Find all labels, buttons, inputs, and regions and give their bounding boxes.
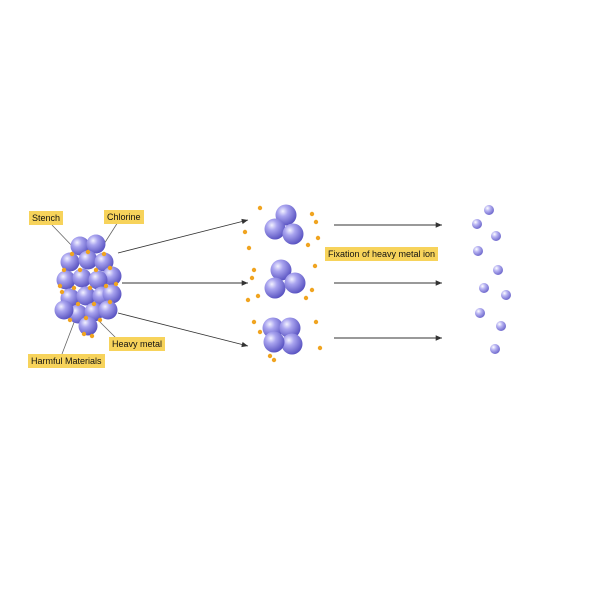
chlorine-pointer <box>103 221 119 245</box>
heavy-metal-ion <box>271 357 277 363</box>
fixation-sphere <box>264 277 286 299</box>
stench-particle <box>57 283 63 289</box>
purified-particles <box>472 205 511 354</box>
heavy-metal-ion <box>305 242 311 248</box>
cluster-sphere <box>98 300 118 320</box>
heavy-metal-ion <box>317 345 323 351</box>
label-heavy-metal: Heavy metal <box>109 337 166 351</box>
fixation-sphere <box>263 331 285 353</box>
label-chlorine: Chlorine <box>104 210 144 224</box>
cluster-sphere <box>88 270 108 290</box>
heavy-metal-ion <box>303 295 309 301</box>
heavy-metal-ion <box>246 245 252 251</box>
fixation-sphere <box>270 259 292 281</box>
heavy-metal-ion <box>309 211 315 217</box>
stench-particle <box>91 301 97 307</box>
purified-sphere <box>484 205 494 215</box>
fixation-sphere <box>284 272 306 294</box>
label-harmful-materials: Harmful Materials <box>28 354 105 368</box>
stench-pointer <box>51 224 75 249</box>
stench-particle <box>103 283 109 289</box>
heavy-metal-ion <box>251 319 257 325</box>
heavy-metal-ion <box>313 319 319 325</box>
stench-particle <box>67 317 73 323</box>
stench-particle <box>89 333 95 339</box>
cluster-sphere <box>72 268 92 288</box>
heavy-metal-ion <box>242 229 248 235</box>
cluster-sphere <box>60 252 80 272</box>
purified-sphere <box>490 344 500 354</box>
stench-particle <box>71 285 77 291</box>
label-stench: Stench <box>29 211 64 225</box>
heavy-metal-ion <box>249 275 255 281</box>
stench-particle <box>59 289 65 295</box>
stench-particle <box>83 315 89 321</box>
cluster-sphere <box>70 236 90 256</box>
purified-sphere <box>473 246 483 256</box>
arrows <box>117 218 442 348</box>
cluster-sphere <box>86 234 106 254</box>
heavy-metal-ion <box>267 353 273 359</box>
purified-sphere <box>493 265 503 275</box>
fixation-sphere <box>282 223 304 245</box>
cluster-sphere <box>78 316 98 336</box>
stench-particle <box>69 251 75 257</box>
fixation-sphere <box>264 218 286 240</box>
purified-sphere <box>479 283 489 293</box>
stench-particle <box>107 299 113 305</box>
purified-sphere <box>472 219 482 229</box>
heavy-metal-ion <box>245 297 251 303</box>
stench-particle <box>97 317 103 323</box>
pollutant-cluster <box>54 234 122 339</box>
stench-particle <box>75 301 81 307</box>
stench-particle <box>77 267 83 273</box>
purified-sphere <box>491 231 501 241</box>
heavy-metal-ion <box>309 287 315 293</box>
purified-sphere <box>501 290 511 300</box>
purified-sphere <box>475 308 485 318</box>
fixation-sphere <box>281 333 303 355</box>
heavy-metal-ion <box>315 235 321 241</box>
heavy-metal-ion <box>257 329 263 335</box>
heavy-metal-ion <box>313 219 319 225</box>
stench-particle <box>113 281 119 287</box>
stench-particle <box>61 267 67 273</box>
heavy-metal-ion <box>312 263 318 269</box>
arrow-upper <box>117 218 249 254</box>
stench-particle <box>81 331 87 337</box>
stench-particle <box>107 265 113 271</box>
fixation-sphere <box>279 317 301 339</box>
cluster-sphere <box>78 250 98 270</box>
cluster-sphere <box>54 300 74 320</box>
arrow-lower <box>117 312 249 348</box>
cluster-sphere <box>102 284 122 304</box>
heavy-metal-ion <box>251 267 257 273</box>
label-fixation: Fixation of heavy metal ion <box>325 247 439 261</box>
fixation-groups <box>242 204 323 363</box>
heavy-metal-ion <box>255 293 261 299</box>
stench-particle <box>87 285 93 291</box>
stench-particle <box>101 251 107 257</box>
stench-particle <box>93 267 99 273</box>
heavy-metal-ion <box>257 205 263 211</box>
cluster-sphere <box>76 286 96 306</box>
stench-particle <box>85 249 91 255</box>
purified-sphere <box>496 321 506 331</box>
